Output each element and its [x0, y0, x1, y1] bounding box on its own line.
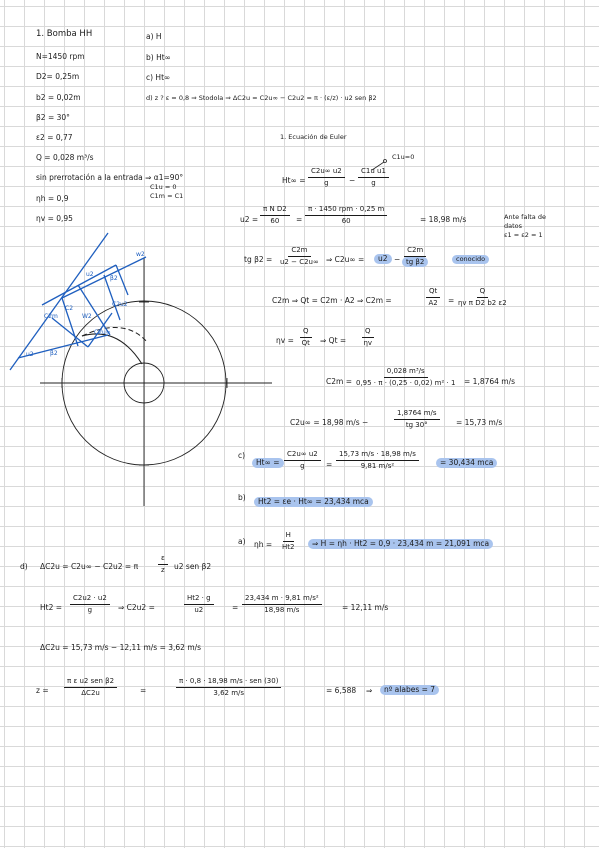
diag-label-u2-bottom: u2	[26, 351, 34, 358]
ans-c-lhs: Ht∞ =	[252, 458, 284, 468]
c2m-val-result: = 1,8764 m/s	[464, 377, 516, 386]
part-d-eq1-end: u2 sen β2	[174, 562, 212, 571]
problem-title: 1. Bomba HH	[36, 29, 93, 39]
diag-label-c2: C2	[65, 305, 73, 312]
given-d2: D2= 0,25m	[36, 72, 80, 81]
given-q: Q = 0,028 m³/s	[36, 153, 94, 162]
diag-label-u2-top: u2	[86, 271, 94, 278]
ans-a-result: ⇒ H = ηh · Ht2 = 0,9 · 23,434 m = 21,091…	[308, 539, 494, 549]
impeller-outer-circle	[61, 300, 227, 466]
given-nh: ηh = 0,9	[36, 194, 69, 203]
given-eps2: ε2 = 0,77	[36, 133, 73, 142]
given-b2: b2 = 0,02m	[36, 93, 81, 102]
diag-label-w2-small: w2	[136, 251, 145, 258]
given-nv: ηv = 0,95	[36, 214, 73, 223]
euler-lhs: Ht∞ =	[282, 176, 306, 185]
given-prerotation: sin prerrotación a la entrada ⇒ α1=90°	[36, 173, 184, 182]
impeller-inner-circle	[123, 362, 165, 404]
u2-result: = 18,98 m/s	[420, 215, 467, 224]
blade-curve	[81, 333, 143, 365]
diag-label-beta2-bottom: β2	[50, 350, 58, 357]
question-c: c) Ht∞	[146, 73, 171, 82]
given-beta2: β2 = 30°	[36, 113, 70, 122]
side-note-3: ε1 = ε2 = 1	[504, 231, 543, 239]
diag-label-c2m: C2m	[44, 313, 58, 320]
tgb2-u2-highlight: u2	[374, 254, 392, 264]
side-note-2: datos	[504, 222, 523, 230]
ans-c-result: = 30,434 mca	[436, 458, 498, 468]
c2u-val-lhs: C2u∞ = 18,98 m/s −	[290, 418, 369, 427]
c2u-val-result: = 15,73 m/s	[456, 418, 503, 427]
diag-label-beta2-top: β2	[110, 275, 118, 282]
part-d-answer: nº alabes = 7	[380, 685, 440, 695]
ans-a-lhs: ηh =	[254, 540, 273, 549]
part-d-delta: ΔC2u = 15,73 m/s − 12,11 m/s = 3,62 m/s	[40, 643, 202, 652]
part-d-eq2: =	[140, 686, 147, 695]
part-d-frac-7: π · 0,8 · 18,98 m/s · sen (30)3,62 m/s	[176, 678, 282, 697]
given-c1u: C1u = 0	[150, 183, 177, 191]
euler-title: 1. Ecuación de Euler	[280, 133, 347, 141]
ans-b-expr: Ht2 = εe · Ht∞ = 23,434 mca	[254, 497, 373, 507]
u2-lhs: u2 =	[240, 215, 259, 224]
given-n: N=1450 rpm	[36, 52, 85, 61]
ans-b-label: b)	[238, 493, 246, 502]
c2m-eq: =	[448, 296, 455, 305]
tgb2-arrow: ⇒ C2u∞ =	[326, 255, 365, 264]
ans-a-label: a)	[238, 537, 246, 546]
part-d-z-lhs: z =	[36, 686, 49, 695]
diag-label-c2u2: C2u2	[112, 301, 128, 308]
side-note-1: Ante falta de	[504, 213, 546, 221]
part-d-arrow: ⇒ C2u2 =	[118, 603, 155, 612]
diag-label-c2uinf: C2u∞	[94, 329, 111, 336]
part-d-eq: =	[232, 603, 239, 612]
tgb2-minus: −	[394, 255, 401, 264]
question-b: b) Ht∞	[146, 53, 171, 62]
diag-label-w2: W2	[82, 313, 92, 320]
u2-eq: =	[296, 215, 303, 224]
part-d-arrow2: ⇒	[366, 686, 373, 695]
ans-c-eq: =	[326, 460, 333, 469]
part-d-res5: = 12,11 m/s	[342, 603, 389, 612]
blade-dashed	[81, 327, 149, 344]
ans-c-label: c)	[238, 451, 246, 460]
tgb2-lhs: tg β2 =	[244, 255, 273, 264]
part-d-res7: = 6,588	[326, 686, 357, 695]
euler-c1u-zero: C1u=0	[392, 153, 415, 161]
tgb2-known: conocido	[452, 255, 490, 264]
question-d: d) z ? ε = 0,8 ⇒ Stodola ⇒ ΔC2u = C2u∞ −…	[146, 94, 377, 102]
nv-lhs: ηv =	[276, 336, 294, 345]
nv-arrow: ⇒ Qt =	[320, 336, 347, 345]
euler-minus: −	[349, 176, 356, 185]
c2m-val-lhs: C2m =	[326, 377, 352, 386]
c2m-expr: C2m ⇒ Qt = C2m · A2 ⇒ C2m =	[272, 296, 392, 305]
part-d-eq1: ΔC2u = C2u∞ − C2u2 = π	[40, 562, 139, 571]
question-a: a) H	[146, 32, 162, 41]
part-d-label: d)	[20, 562, 28, 571]
part-d-ht2-lhs: Ht2 =	[40, 603, 63, 612]
given-c1m: C1m = C1	[150, 192, 184, 200]
